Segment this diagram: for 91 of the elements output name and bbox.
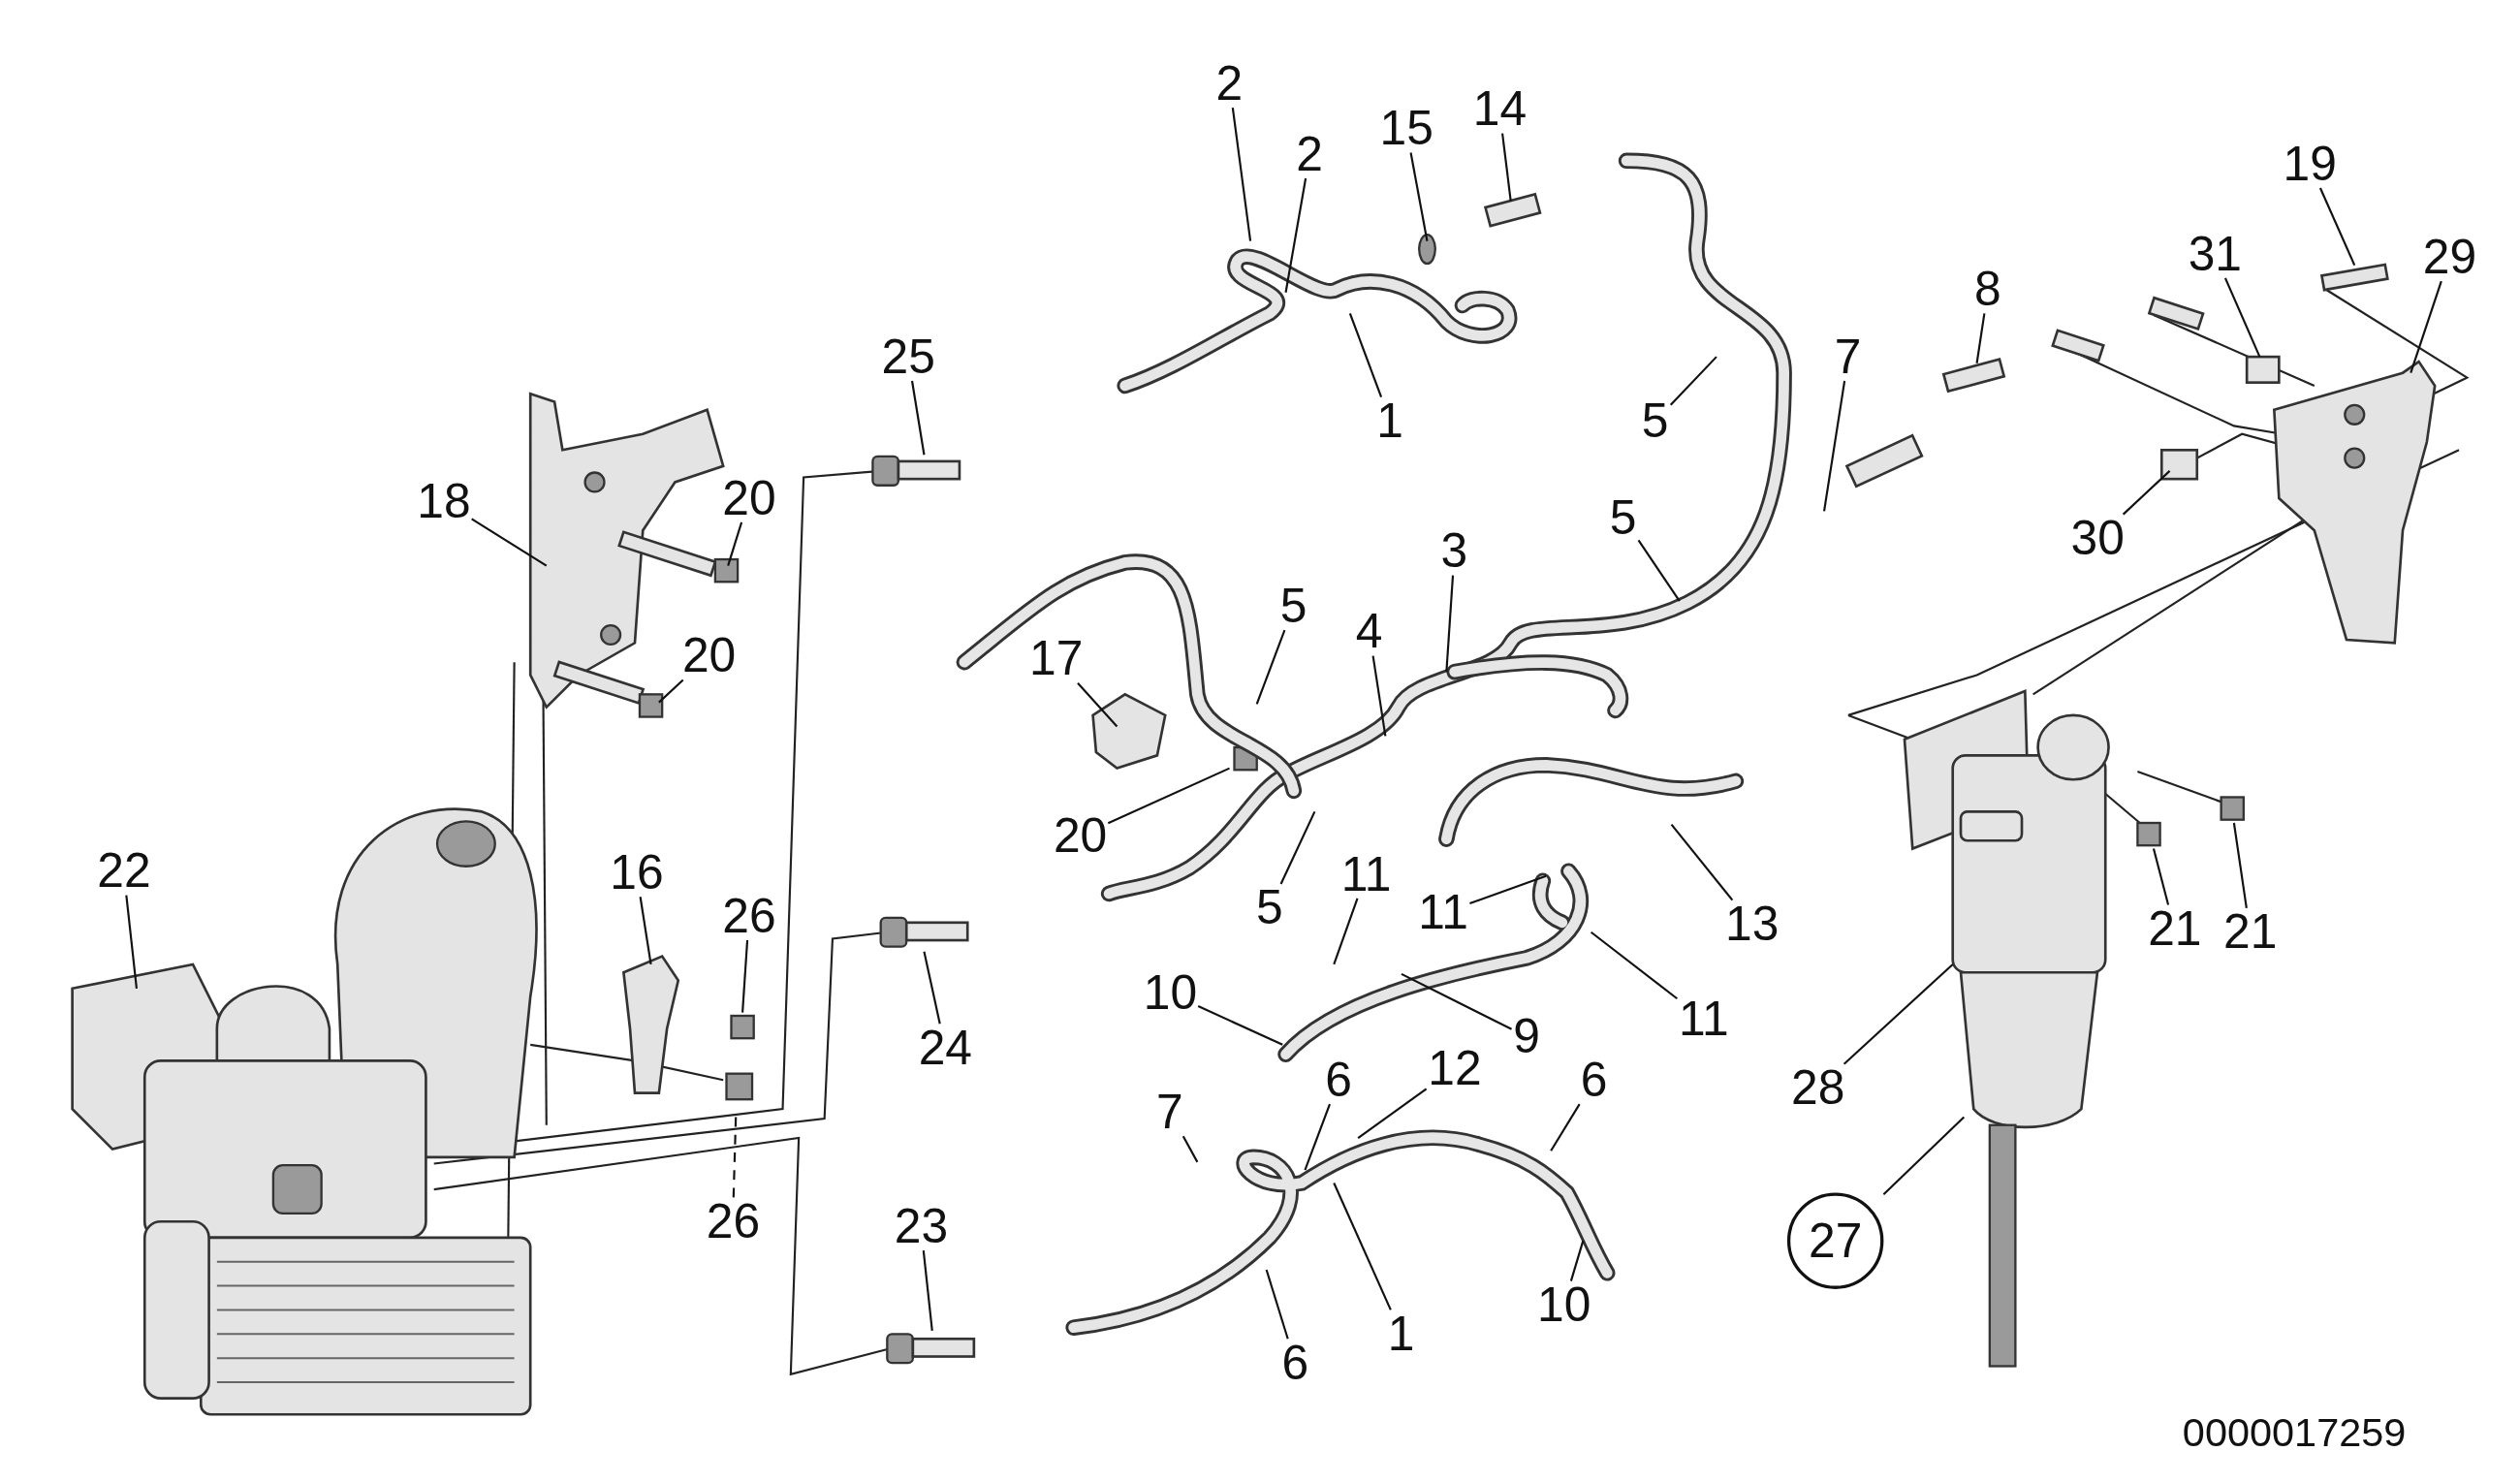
callout-number: 5 — [1254, 884, 1285, 932]
callout-number: 22 — [95, 846, 153, 896]
leader-line — [1348, 312, 1383, 397]
leader-line — [1181, 1135, 1199, 1163]
callout-number: 19 — [2281, 140, 2339, 188]
callout-number: 5 — [1640, 396, 1671, 446]
callout-number: 21 — [2146, 904, 2204, 954]
callout-number: 8 — [1972, 265, 2003, 314]
callout-number: 5 — [1278, 582, 1309, 630]
leader-line — [125, 895, 139, 989]
leader-line — [1975, 313, 1986, 363]
callout-number: 6 — [1579, 1056, 1610, 1105]
drawing-number: 0000017259 — [2182, 1409, 2407, 1457]
callout-number: 23 — [893, 1202, 950, 1251]
callout-number: 21 — [2221, 907, 2280, 957]
callout-number: 20 — [680, 631, 738, 680]
callout-number: 2 — [1294, 130, 1325, 179]
leader-line — [2223, 277, 2261, 358]
leader-line — [1637, 539, 1681, 602]
callout-number: 30 — [2068, 514, 2126, 563]
leader-line — [1569, 1240, 1585, 1281]
leader-line — [1550, 1103, 1581, 1152]
callout-number: 18 — [415, 477, 473, 526]
callout-number: 12 — [1426, 1044, 1484, 1093]
leader-line — [1843, 963, 1954, 1065]
callout-number: 24 — [917, 1024, 974, 1072]
callout-number: 3 — [1438, 526, 1469, 576]
callout-number: 6 — [1279, 1339, 1310, 1388]
leader-line — [1333, 1183, 1392, 1310]
leader-line — [1197, 1005, 1283, 1046]
callout-number: 10 — [1142, 968, 1199, 1018]
callout-number: 11 — [1339, 850, 1394, 899]
leader-line — [1265, 1269, 1289, 1340]
leader-line — [1882, 1116, 1966, 1195]
leader-line — [1107, 767, 1230, 825]
callout-number: 25 — [879, 332, 937, 381]
callout-number: 15 — [1377, 104, 1435, 153]
callout-number: 20 — [1052, 811, 1109, 861]
callout-number: 7 — [1833, 332, 1864, 381]
leader-line — [1401, 972, 1513, 1030]
leader-line — [471, 518, 548, 567]
callout-number: 26 — [705, 1197, 762, 1246]
leader-line — [741, 939, 749, 1013]
callout-number: 1 — [1386, 1309, 1417, 1359]
leader-line — [922, 1249, 933, 1332]
callout-number: 9 — [1511, 1012, 1542, 1061]
leader-line — [1333, 898, 1359, 965]
leader-line — [1670, 824, 1734, 901]
leader-line — [2318, 187, 2356, 267]
callout-number: 2 — [1213, 59, 1244, 109]
leader-line — [923, 951, 941, 1025]
leader-line — [1445, 575, 1455, 673]
callout-number: 6 — [1323, 1056, 1354, 1105]
leader-line — [727, 521, 743, 566]
leader-line — [1469, 874, 1547, 905]
leader-line — [2410, 280, 2442, 374]
leader-line — [658, 678, 684, 704]
callout-number: 28 — [1789, 1063, 1847, 1113]
leader-line — [1284, 177, 1307, 293]
callout-number: 7 — [1154, 1088, 1185, 1137]
callout-number: 14 — [1471, 84, 1528, 134]
callout-number: 16 — [608, 848, 666, 898]
leader-line — [2232, 822, 2248, 909]
callout-number: 20 — [720, 474, 778, 522]
callout-number: 17 — [1027, 635, 1086, 683]
callout-number: 1 — [1374, 396, 1405, 446]
callout-number: 26 — [720, 892, 778, 941]
callout-number: 13 — [1723, 899, 1781, 949]
leader-line — [1823, 380, 1846, 512]
leader-line — [1357, 1088, 1428, 1139]
callout-number: 11 — [1416, 889, 1470, 937]
callout-number: 11 — [1677, 994, 1731, 1044]
leader-line — [639, 897, 652, 965]
callout-number: 4 — [1354, 607, 1384, 656]
leader-line — [1590, 931, 1678, 1000]
leader-line — [1409, 152, 1429, 241]
leader-line — [2152, 848, 2170, 905]
leader-line — [910, 380, 926, 456]
leader-line — [1371, 655, 1387, 737]
callout-number: 29 — [2421, 233, 2478, 282]
leader-line — [1669, 356, 1717, 406]
leader-line — [1279, 810, 1316, 885]
callout-number: 31 — [2187, 230, 2244, 278]
leader-line — [1501, 133, 1512, 202]
leader-line — [1255, 629, 1286, 705]
leader-line — [1231, 107, 1252, 241]
callout-number: 5 — [1608, 493, 1638, 542]
leader-line — [2122, 470, 2171, 516]
callout-number: 10 — [1535, 1280, 1593, 1330]
leader-line — [1304, 1103, 1331, 1171]
leader-line — [1077, 682, 1118, 728]
